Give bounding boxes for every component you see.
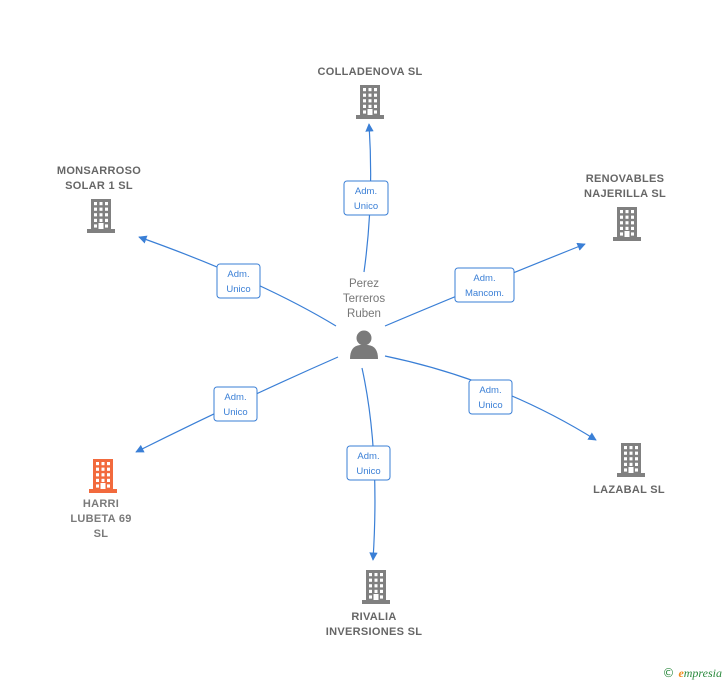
company-name-line: MONSARROSO [57, 165, 141, 177]
company-label-lazabal[interactable]: LAZABAL SL [593, 484, 665, 496]
role-badge-rivalia: Adm. Unico [346, 445, 391, 481]
building-icon-colladenova[interactable] [356, 85, 384, 119]
company-name-line: RIVALIA [351, 611, 396, 623]
copyright-symbol: © [662, 666, 675, 680]
person-name-line: Perez [349, 278, 379, 290]
role-text: Adm. [227, 269, 249, 280]
company-name-line: INVERSIONES SL [326, 626, 423, 638]
role-badge-colladenova: Adm. Unico [343, 180, 389, 216]
role-badge-renovables: Adm. Mancom. [454, 267, 515, 303]
company-label-colladenova[interactable]: COLLADENOVA SL [317, 66, 422, 78]
role-text: Unico [478, 400, 502, 411]
company-label-rivalia[interactable]: RIVALIA INVERSIONES SL [326, 611, 423, 638]
company-name-line: SOLAR 1 SL [65, 180, 133, 192]
role-text: Adm. [355, 186, 377, 197]
empresia-brand: ©empresia [662, 666, 722, 681]
person-name-line: Ruben [347, 308, 381, 320]
role-badge-lazabal: Adm. Unico [468, 379, 513, 415]
company-label-monsarroso[interactable]: MONSARROSO SOLAR 1 SL [57, 165, 141, 192]
building-icon-lazabal[interactable] [617, 443, 645, 477]
role-text: Adm. [479, 385, 501, 396]
company-name-line: SL [94, 528, 109, 540]
role-text: Mancom. [465, 288, 504, 299]
role-text: Unico [223, 407, 247, 418]
role-text: Unico [354, 201, 378, 212]
company-label-renovables[interactable]: RENOVABLES NAJERILLA SL [584, 173, 666, 200]
company-name-line: LUBETA 69 [70, 513, 131, 525]
company-name-line: RENOVABLES [586, 173, 665, 185]
role-text: Adm. [224, 392, 246, 403]
company-name-line: HARRI [83, 498, 119, 510]
role-text: Unico [356, 466, 380, 477]
role-badge-harri: Adm. Unico [213, 386, 258, 422]
company-name-line: LAZABAL SL [593, 484, 665, 496]
building-icon-renovables[interactable] [613, 207, 641, 241]
company-name-line: COLLADENOVA SL [317, 66, 422, 78]
company-label-harri[interactable]: HARRI LUBETA 69 SL [70, 498, 131, 540]
person-icon[interactable] [350, 330, 378, 360]
role-text: Unico [226, 284, 250, 295]
building-icon-rivalia[interactable] [362, 570, 390, 604]
company-name-line: NAJERILLA SL [584, 188, 666, 200]
brand-initial: e [678, 666, 684, 680]
building-icon-harri[interactable] [89, 459, 117, 493]
person-name-line: Terreros [343, 293, 385, 305]
role-text: Adm. [473, 273, 495, 284]
brand-name: mpresia [683, 666, 722, 680]
role-badge-monsarroso: Adm. Unico [216, 263, 261, 299]
building-icon-monsarroso[interactable] [87, 199, 115, 233]
role-text: Adm. [357, 451, 379, 462]
